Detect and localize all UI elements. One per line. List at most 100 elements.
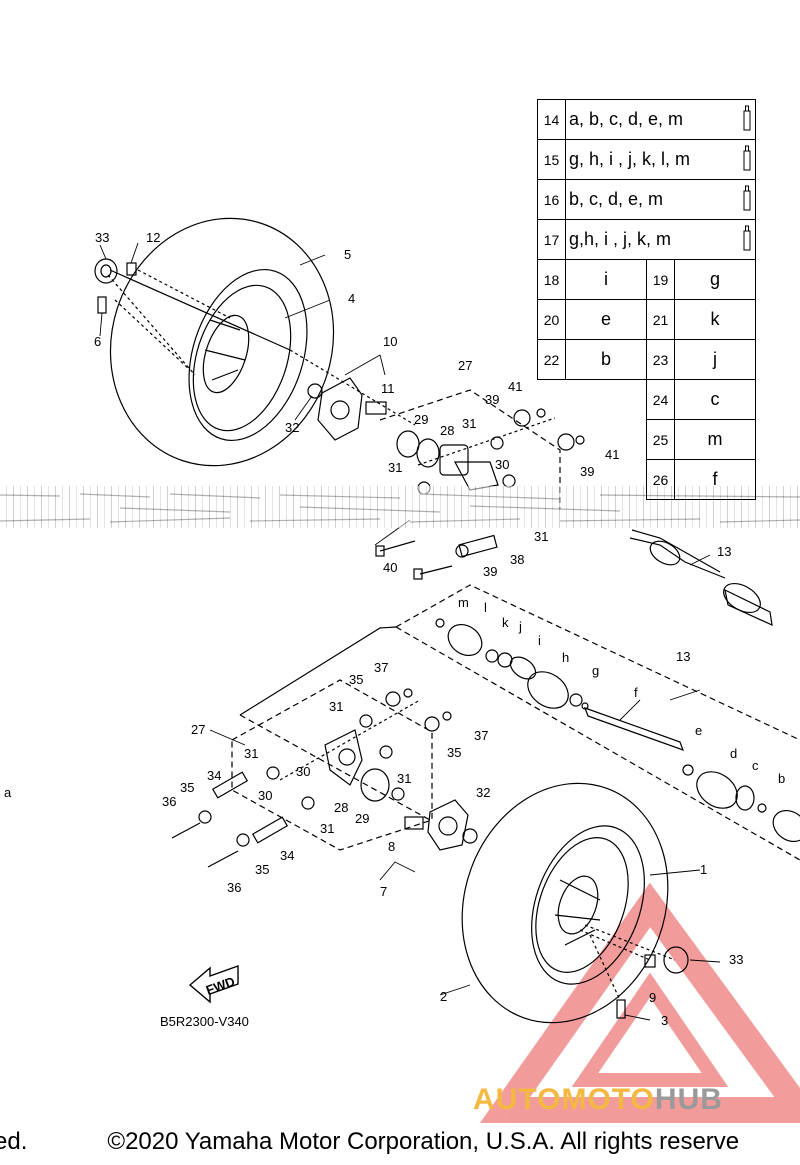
watermark-part1: AUTOMOTO xyxy=(473,1083,655,1116)
callout: 30 xyxy=(495,457,509,472)
part-letter: c xyxy=(674,379,756,420)
part-number: 15 xyxy=(537,139,566,180)
callout: 28 xyxy=(440,423,454,438)
part-letters: g, h, i , j, k, l, m xyxy=(569,149,691,169)
callout: 31 xyxy=(329,699,343,714)
callout: 32 xyxy=(285,420,299,435)
upper-wheel xyxy=(109,217,335,467)
fwd-arrow-icon xyxy=(188,965,239,1004)
callout: 33 xyxy=(729,952,743,967)
callout: 3 xyxy=(661,1013,668,1028)
callout: 35 xyxy=(349,672,363,687)
callout: 9 xyxy=(649,990,656,1005)
part-letter: f xyxy=(674,459,756,500)
part-letter: g xyxy=(674,259,756,300)
callout: d xyxy=(730,746,737,761)
watermark-part2: HUB xyxy=(654,1083,723,1116)
lower-arm-assembly xyxy=(171,626,452,868)
upper-hub-parts xyxy=(94,258,416,441)
callout: 38 xyxy=(510,552,524,567)
callout: 40 xyxy=(383,560,397,575)
callout: 11 xyxy=(381,381,395,396)
grease-tube-icon xyxy=(743,185,751,211)
callout: 35 xyxy=(180,780,194,795)
callout: 35 xyxy=(447,745,461,760)
callout: j xyxy=(518,619,522,634)
callout: g xyxy=(592,663,599,678)
callout: 39 xyxy=(580,464,594,479)
lower-wheel xyxy=(461,782,689,1024)
callout: 41 xyxy=(605,447,619,462)
callout: 37 xyxy=(374,660,388,675)
part-number: 19 xyxy=(646,259,675,300)
callout: 7 xyxy=(380,884,387,899)
part-number: 21 xyxy=(646,299,675,340)
part-number: 22 xyxy=(537,339,566,380)
part-number: 26 xyxy=(646,459,675,500)
part-number: 24 xyxy=(646,379,675,420)
part-applies-to: g, h, i , j, k, l, m xyxy=(565,139,756,180)
callout: 33 xyxy=(95,230,109,245)
callout: 10 xyxy=(383,334,397,349)
callout: 2 xyxy=(440,989,447,1004)
callout: 36 xyxy=(227,880,241,895)
part-letter: m xyxy=(674,419,756,460)
part-number: 18 xyxy=(537,259,566,300)
callout: 6 xyxy=(94,334,101,349)
upper-bolts xyxy=(375,534,498,580)
grease-tube-icon xyxy=(743,105,751,131)
callout: i xyxy=(538,633,541,648)
part-number: 17 xyxy=(537,219,566,260)
part-applies-to: b, c, d, e, m xyxy=(565,179,756,220)
part-applies-to: a, b, c, d, e, m xyxy=(565,99,756,140)
callout: 37 xyxy=(474,728,488,743)
callout: a xyxy=(4,785,12,800)
callout: 31 xyxy=(534,529,548,544)
part-letter: j xyxy=(674,339,756,380)
callout: 30 xyxy=(296,764,310,779)
callout: 31 xyxy=(388,460,402,475)
part-letter: b xyxy=(565,339,647,380)
callout: 32 xyxy=(476,785,490,800)
lower-hub xyxy=(404,799,478,851)
part-number: 20 xyxy=(537,299,566,340)
callout: 28 xyxy=(334,800,348,815)
footer-left: ed. xyxy=(0,1128,28,1155)
callout: 27 xyxy=(191,722,205,737)
callout: c xyxy=(752,758,759,773)
callout: 39 xyxy=(485,392,499,407)
callout: 34 xyxy=(280,848,294,863)
callout: 29 xyxy=(414,412,428,427)
callout: f xyxy=(634,685,638,700)
callout: 13 xyxy=(676,649,690,664)
watermark-triangle-icon xyxy=(479,882,800,1123)
callout: 30 xyxy=(258,788,272,803)
callout: 1 xyxy=(700,862,707,877)
callout: 36 xyxy=(162,794,176,809)
callout: 31 xyxy=(244,746,258,761)
part-letters: a, b, c, d, e, m xyxy=(569,109,684,129)
callout: b xyxy=(778,771,785,786)
callout: 5 xyxy=(344,247,351,262)
part-number: 14 xyxy=(537,99,566,140)
callout: m xyxy=(458,595,469,610)
diagram-code: B5R2300-V340 xyxy=(160,1014,249,1029)
callout: 29 xyxy=(355,811,369,826)
grease-tube-icon xyxy=(743,145,751,171)
callout: e xyxy=(695,723,702,738)
callout: 34 xyxy=(207,768,221,783)
footer-right: ©2020 Yamaha Motor Corporation, U.S.A. A… xyxy=(107,1128,740,1155)
callout: k xyxy=(502,615,509,630)
callout: 27 xyxy=(458,358,472,373)
